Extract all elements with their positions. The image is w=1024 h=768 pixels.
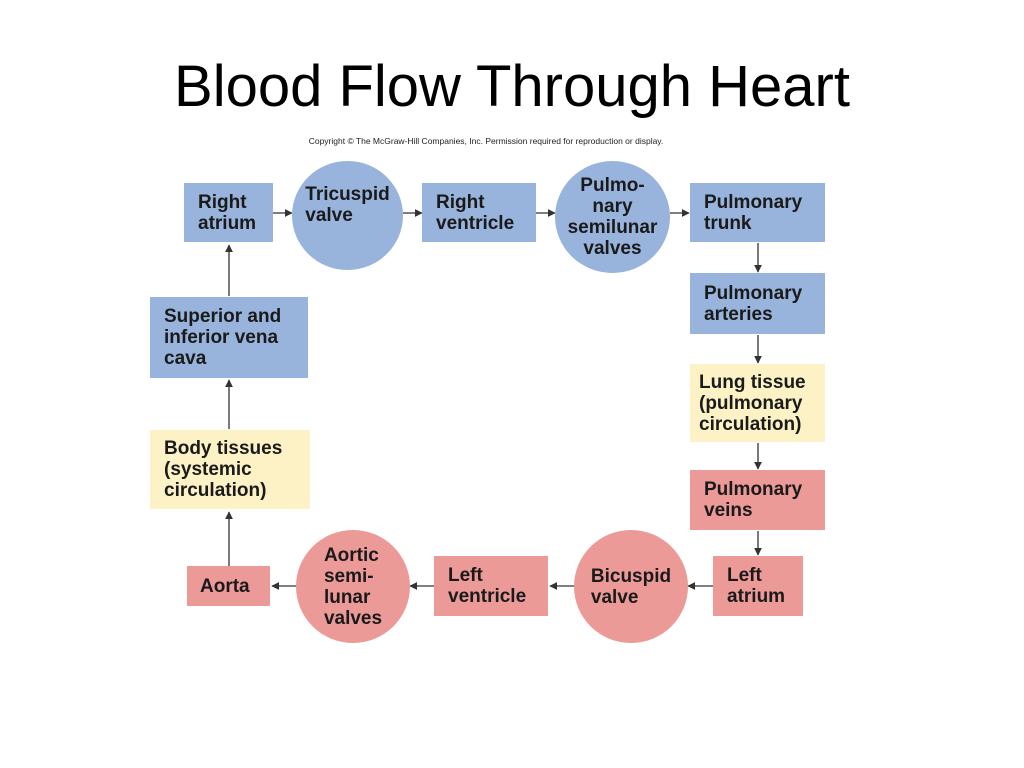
node-label: Body tissues (systemic circulation) [164,438,283,501]
slide-title: Blood Flow Through Heart [174,54,850,119]
node-label: Aortic semi- lunar valves [323,544,383,629]
node-tricuspid-valve: Tricuspid valve [292,161,403,270]
node-label: Right atrium [198,191,257,234]
node-right-atrium: Right atrium [184,183,273,242]
node-left-ventricle: Left ventricle [434,556,548,616]
node-label: Pulmonary veins [704,479,803,521]
node-label: Bicuspid valve [590,565,672,608]
node-pulmonary-trunk: Pulmonary trunk [690,183,825,242]
node-vena-cava: Superior and inferior vena cava [150,297,308,378]
node-left-atrium: Left atrium [713,556,803,616]
node-label: Aorta [200,575,250,597]
node-label: Pulmonary arteries [704,282,803,325]
node-label: Pulmo- nary semilunar valves [567,175,658,259]
node-pulmonary-semilunar-valves: Pulmo- nary semilunar valves [555,161,670,273]
node-right-ventricle: Right ventricle [422,183,536,242]
node-aortic-semilunar-valves: Aortic semi- lunar valves [296,530,410,643]
node-pulmonary-arteries: Pulmonary arteries [690,273,825,334]
node-label: Tricuspid valve [305,183,390,226]
node-lung-tissue: Lung tissue (pulmonary circulation) [690,364,825,442]
node-bicuspid-valve: Bicuspid valve [574,530,688,643]
node-label: Lung tissue (pulmonary circulation) [699,371,806,435]
copyright-notice: Copyright © The McGraw-Hill Companies, I… [308,136,664,146]
node-label: Superior and inferior vena cava [164,306,282,369]
node-label: Left atrium [727,565,786,607]
node-body-tissues: Body tissues (systemic circulation) [150,430,310,509]
node-label: Left ventricle [448,565,527,607]
node-pulmonary-veins: Pulmonary veins [690,470,825,530]
node-label: Right ventricle [436,191,515,234]
node-aorta: Aorta [187,566,270,606]
node-label: Pulmonary trunk [704,191,803,234]
